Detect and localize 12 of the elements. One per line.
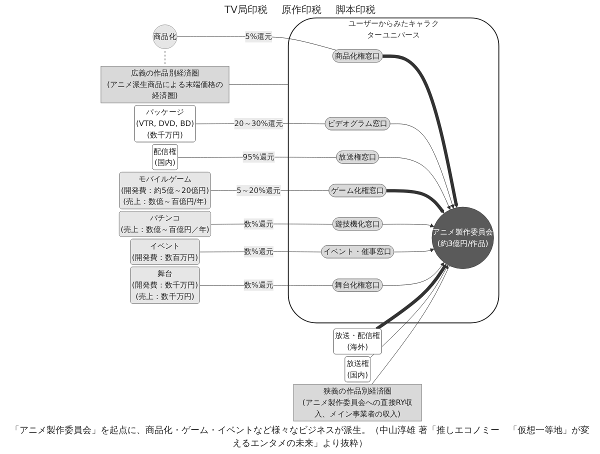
royalty-label: 脚本印税 (335, 4, 376, 17)
caption: 「アニメ製作委員会」を起点に、商品化・ゲーム・イベントなど様々なビジネスが派生。（中山淳雄 著「推しエコノミー 「仮想一等地」が変えるエンタメの未来」より抜粋） (10, 424, 590, 451)
node-circle (164, 50, 166, 53)
arrow (376, 264, 447, 330)
connector (372, 265, 450, 385)
node-circle (164, 58, 166, 60)
royalty-label: TV局印税 (224, 4, 268, 17)
royalty-label: 原作印税 (281, 4, 322, 17)
arrow (386, 189, 444, 214)
connector (228, 84, 289, 85)
node-circle (164, 62, 166, 64)
node-circle (164, 54, 166, 57)
